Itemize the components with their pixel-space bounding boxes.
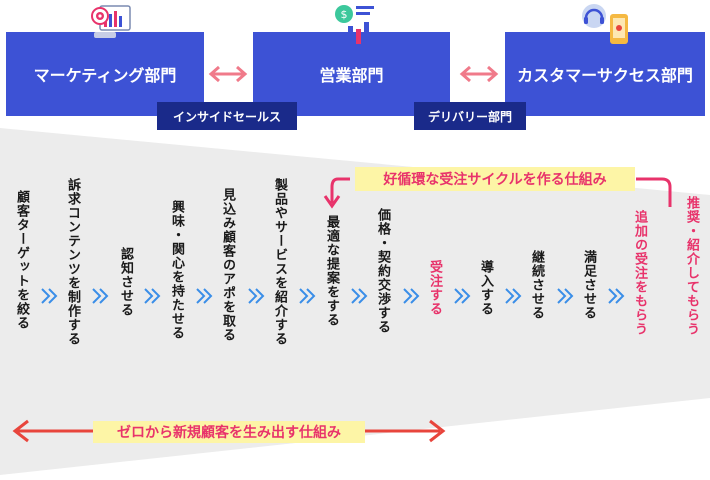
step-11: 継続させる (529, 250, 544, 320)
chevron-right-icon (557, 288, 574, 304)
step-4: 興味・関心を持たせる (169, 200, 184, 340)
step-13: 追加の受注をもらう (632, 210, 647, 336)
dept-customer-success: カスタマーサクセス部門 (505, 32, 705, 116)
chevron-right-icon (144, 288, 161, 304)
step-1: 顧客ターゲットを絞る (14, 190, 29, 330)
step-2: 訴求コンテンツを制作する (65, 178, 80, 346)
chevron-right-icon (505, 288, 522, 304)
double-arrow-icon (459, 65, 499, 83)
step-6: 製品やサービスを紹介する (272, 178, 287, 346)
svg-text:$: $ (341, 8, 348, 21)
cycle-label: 好循環な受注サイクルを作る仕組み (355, 167, 635, 191)
double-arrow-icon (208, 65, 248, 83)
chevron-right-icon (196, 288, 213, 304)
cycle-arrow (323, 177, 672, 209)
chevron-right-icon (299, 288, 316, 304)
step-10: 導入する (478, 260, 493, 316)
step-3: 認知させる (118, 247, 133, 317)
chevron-right-icon (608, 288, 625, 304)
step-7: 最適な提案をする (324, 215, 339, 327)
support-headset-icon (582, 4, 628, 44)
step-9: 受注する (427, 260, 442, 316)
zero-label: ゼロから新規顧客を生み出す仕組み (93, 421, 365, 443)
subdept-delivery: デリバリー部門 (414, 102, 526, 130)
chevron-right-icon (92, 288, 109, 304)
marketing-dashboard-icon (91, 5, 131, 38)
chevron-right-icon (41, 288, 58, 304)
chevron-right-icon (248, 288, 265, 304)
chevron-right-icon (403, 288, 420, 304)
subdept-inside-sales: インサイドセールス (157, 102, 297, 130)
step-8: 価格・契約交渉する (375, 208, 390, 334)
chevron-right-icon (351, 288, 368, 304)
step-14: 推奨・紹介してもらう (684, 196, 699, 336)
chevron-right-icon (454, 288, 471, 304)
step-5: 見込み顧客のアポを取る (220, 188, 235, 342)
sales-chart-icon: $ (335, 5, 374, 44)
step-12: 満足させる (581, 250, 596, 320)
